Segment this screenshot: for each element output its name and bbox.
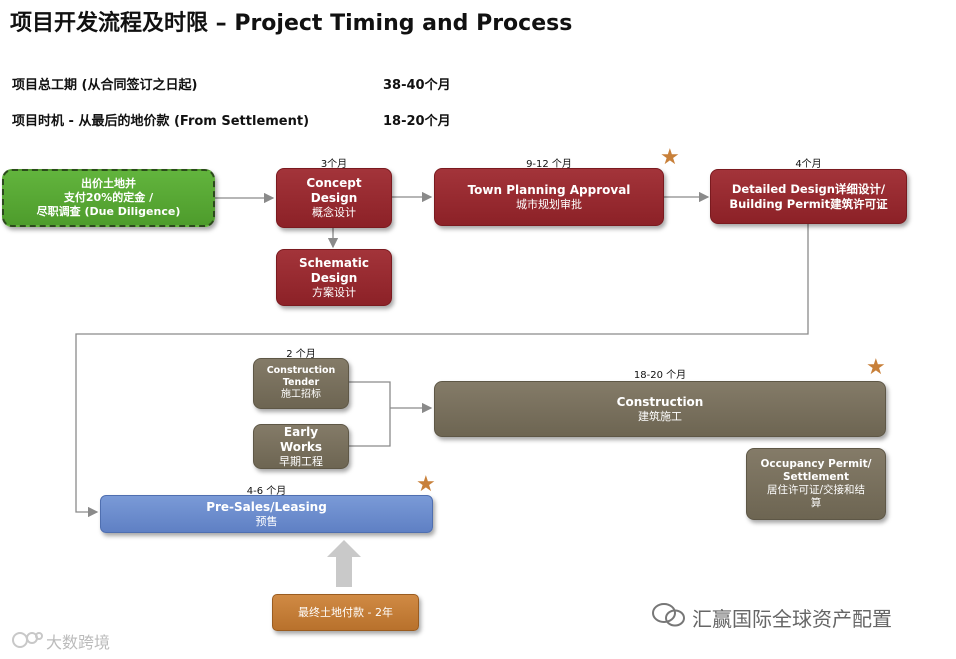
early-en-1: Early	[283, 424, 319, 439]
planning-cn: 城市规划审批	[516, 197, 582, 211]
tender-duration: 2 个月	[286, 349, 316, 360]
occupancy-cn-1: 居住许可证/交接和结	[766, 484, 866, 496]
info-settlement-value: 18-20个月	[383, 114, 451, 129]
step-schematic-design: Schematic Design 方案设计	[276, 249, 392, 306]
concept-cn: 概念设计	[312, 206, 356, 220]
detailed-line-2: Building Permit建筑许可证	[729, 196, 888, 211]
step-occupancy-permit: Occupancy Permit/ Settlement 居住许可证/交接和结 …	[746, 448, 886, 520]
presales-cn: 预售	[255, 514, 278, 528]
construction-en: Construction	[616, 394, 704, 409]
step-final-land-payment: 最终土地付款 - 2年	[272, 594, 419, 631]
step-early-works: Early Works 早期工程	[253, 424, 349, 469]
planning-en: Town Planning Approval	[467, 182, 631, 197]
weibo-logo-icon	[10, 629, 44, 649]
step-detailed-design: Detailed Design详细设计/ Building Permit建筑许可…	[710, 169, 907, 224]
wechat-logo-icon	[651, 602, 687, 628]
construction-duration: 18-20 个月	[633, 370, 687, 381]
concept-en-1: Concept	[306, 176, 362, 191]
early-cn: 早期工程	[279, 454, 323, 468]
step-concept-design: Concept Design 概念设计	[276, 168, 392, 228]
info-total-duration-value: 38-40个月	[383, 78, 451, 93]
final-payment-label: 最终土地付款 - 2年	[298, 605, 393, 619]
watermark-wechat-account: 汇赢国际全球资产配置	[692, 607, 892, 631]
line-tender-to-join	[349, 381, 391, 447]
land-line-2: 支付20%的定金 /	[63, 191, 154, 205]
schematic-en-2: Design	[310, 270, 358, 285]
planning-duration: 9-12 个月	[526, 159, 572, 170]
concept-duration: 3个月	[320, 159, 348, 170]
occupancy-cn-2: 算	[810, 497, 822, 510]
occupancy-en-1: Occupancy Permit/	[760, 457, 872, 470]
up-arrow-to-presales	[327, 540, 361, 587]
watermark-weibo-account: 大数跨境	[46, 633, 111, 652]
tender-en-2: Tender	[282, 377, 320, 389]
construction-cn: 建筑施工	[638, 409, 682, 423]
page-title: 项目开发流程及时限 – Project Timing and Process	[10, 11, 573, 36]
star-icon-planning: ★	[660, 145, 680, 170]
star-icon-presales: ★	[416, 472, 436, 497]
arrow-detailed-to-presales	[75, 224, 809, 518]
presales-en: Pre-Sales/Leasing	[206, 499, 327, 514]
star-icon-construction: ★	[866, 355, 886, 380]
detailed-line-1: Detailed Design详细设计/	[731, 182, 886, 197]
occupancy-en-2: Settlement	[783, 470, 849, 483]
schematic-cn: 方案设计	[312, 285, 356, 299]
schematic-en-1: Schematic	[298, 255, 369, 270]
detailed-duration: 4个月	[795, 159, 822, 170]
presales-duration: 4-6 个月	[246, 486, 287, 497]
step-town-planning: Town Planning Approval 城市规划审批	[434, 168, 664, 226]
step-land-bid: 出价土地并 支付20%的定金 / 尽职调查 (Due Diligence)	[2, 169, 215, 227]
concept-en-2: Design	[310, 191, 358, 206]
step-presales-leasing: Pre-Sales/Leasing 预售	[100, 495, 433, 533]
land-line-3: 尽职调查 (Due Diligence)	[36, 204, 181, 218]
tender-en-1: Construction	[266, 365, 336, 377]
step-construction: Construction 建筑施工	[434, 381, 886, 437]
early-en-2: Works	[279, 439, 323, 454]
info-total-duration-label: 项目总工期 (从合同签订之日起)	[12, 78, 198, 93]
info-settlement-label: 项目时机 - 从最后的地价款 (From Settlement)	[12, 114, 310, 129]
tender-cn: 施工招标	[281, 389, 321, 401]
step-construction-tender: Construction Tender 施工招标	[253, 358, 349, 409]
land-line-1: 出价土地并	[81, 177, 136, 191]
